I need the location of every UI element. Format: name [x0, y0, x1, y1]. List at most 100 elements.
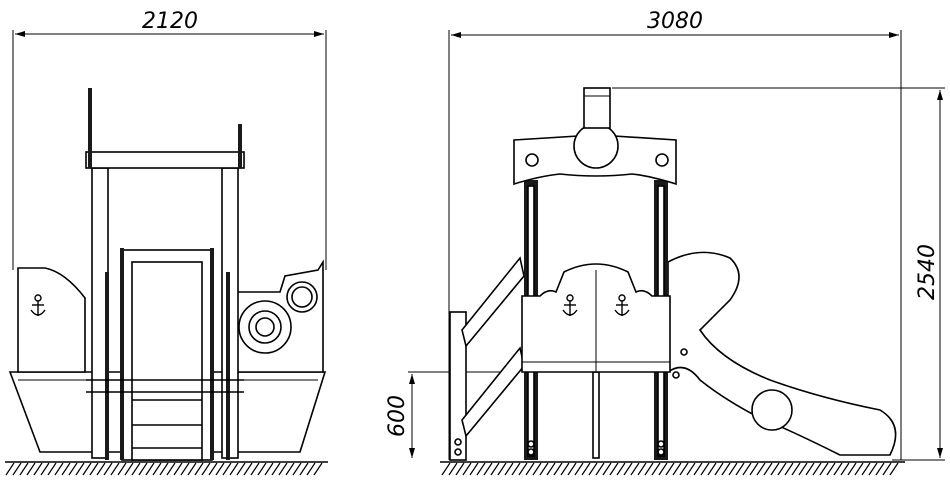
- ground-hatch-line: [187, 462, 197, 476]
- front-ground: [5, 461, 328, 476]
- ground-hatch-line: [518, 462, 528, 476]
- ground-hatch-line: [728, 462, 738, 476]
- ground-hatch-line: [868, 462, 878, 476]
- ground-hatch-line: [222, 462, 232, 476]
- ground-hatch-line: [229, 462, 239, 476]
- ground-hatch-line: [117, 462, 127, 476]
- ground-hatch-line: [609, 462, 619, 476]
- ground-hatch-line: [644, 462, 654, 476]
- ground-hatch-line: [637, 462, 647, 476]
- ground-hatch-line: [742, 462, 752, 476]
- ground-hatch-line: [714, 462, 724, 476]
- ground-hatch-line: [208, 462, 218, 476]
- ground-hatch-line: [770, 462, 780, 476]
- ground-hatch-line: [833, 462, 843, 476]
- ground-hatch-line: [292, 462, 302, 476]
- ground-hatch-line: [243, 462, 253, 476]
- ground-hatch-line: [124, 462, 134, 476]
- ground-hatch-line: [5, 462, 15, 476]
- ground-hatch-line: [805, 462, 815, 476]
- ground-hatch-line: [271, 462, 281, 476]
- ground-hatch-line: [215, 462, 225, 476]
- side-telescope-lens: [573, 123, 619, 169]
- ground-hatch-line: [173, 462, 183, 476]
- ground-hatch-line: [166, 462, 176, 476]
- ground-hatch-line: [180, 462, 190, 476]
- ground-hatch-line: [826, 462, 836, 476]
- ground-hatch-line: [574, 462, 584, 476]
- front-roof-beam: [85, 151, 245, 169]
- ground-hatch-line: [546, 462, 556, 476]
- ground-hatch-line: [257, 462, 267, 476]
- side-height-dimension: 2540: [612, 87, 945, 461]
- ground-hatch-line: [19, 462, 29, 476]
- side-view: 3080 2540 600: [385, 9, 945, 476]
- ground-hatch-line: [854, 462, 864, 476]
- ground-hatch-line: [264, 462, 274, 476]
- ground-hatch-line: [469, 462, 479, 476]
- ground-hatch-line: [490, 462, 500, 476]
- ground-hatch-line: [658, 462, 668, 476]
- steering-wheel-icon: [238, 281, 318, 354]
- ground-hatch-line: [882, 462, 892, 476]
- ground-hatch-line: [735, 462, 745, 476]
- ground-hatch-line: [54, 462, 64, 476]
- ground-hatch-line: [889, 462, 899, 476]
- ground-hatch-line: [40, 462, 50, 476]
- ground-hatch-line: [560, 462, 570, 476]
- ground-hatch-line: [847, 462, 857, 476]
- ground-hatch-line: [201, 462, 211, 476]
- front-width-dimension: 2120: [12, 9, 327, 270]
- ground-hatch-line: [539, 462, 549, 476]
- ground-hatch-line: [693, 462, 703, 476]
- anchor-icon: [30, 294, 46, 316]
- platform-height-label: 600: [385, 395, 410, 437]
- ground-hatch-line: [306, 462, 316, 476]
- ground-hatch-line: [665, 462, 675, 476]
- ground-hatch-line: [672, 462, 682, 476]
- ground-hatch-line: [96, 462, 106, 476]
- ground-hatch-line: [553, 462, 563, 476]
- ground-hatch-line: [285, 462, 295, 476]
- ground-hatch-line: [602, 462, 612, 476]
- ground-hatch-line: [651, 462, 661, 476]
- front-view: 2120: [5, 9, 328, 476]
- ground-hatch-line: [504, 462, 514, 476]
- ground-hatch-line: [756, 462, 766, 476]
- ground-hatch-line: [616, 462, 626, 476]
- ground-hatch-line: [532, 462, 542, 476]
- ground-hatch-line: [299, 462, 309, 476]
- ground-hatch-line: [875, 462, 885, 476]
- ground-hatch-line: [707, 462, 717, 476]
- anchor-icon: [614, 294, 630, 316]
- ground-hatch-line: [462, 462, 472, 476]
- ground-hatch-line: [581, 462, 591, 476]
- ground-hatch-line: [749, 462, 759, 476]
- ground-hatch-line: [476, 462, 486, 476]
- ground-hatch-line: [511, 462, 521, 476]
- side-telescope-tube: [583, 87, 611, 129]
- platform-height-dimension: 600: [385, 371, 520, 458]
- ground-hatch-line: [567, 462, 577, 476]
- ground-hatch-line: [68, 462, 78, 476]
- ground-hatch-line: [777, 462, 787, 476]
- ground-hatch-line: [131, 462, 141, 476]
- ground-hatch-line: [33, 462, 43, 476]
- ground-hatch-line: [455, 462, 465, 476]
- ground-hatch-line: [861, 462, 871, 476]
- side-width-dimension: 3080: [448, 9, 902, 460]
- ground-hatch-line: [483, 462, 493, 476]
- ground-hatch-line: [630, 462, 640, 476]
- ground-hatch-line: [145, 462, 155, 476]
- ground-hatch-line: [679, 462, 689, 476]
- ground-hatch-line: [784, 462, 794, 476]
- ground-hatch-line: [61, 462, 71, 476]
- ground-hatch-line: [110, 462, 120, 476]
- ground-hatch-line: [194, 462, 204, 476]
- ground-hatch-line: [791, 462, 801, 476]
- ground-hatch-line: [82, 462, 92, 476]
- ground-hatch-line: [26, 462, 36, 476]
- ground-hatch-line: [313, 462, 323, 476]
- ground-hatch-line: [812, 462, 822, 476]
- ground-hatch-line: [12, 462, 22, 476]
